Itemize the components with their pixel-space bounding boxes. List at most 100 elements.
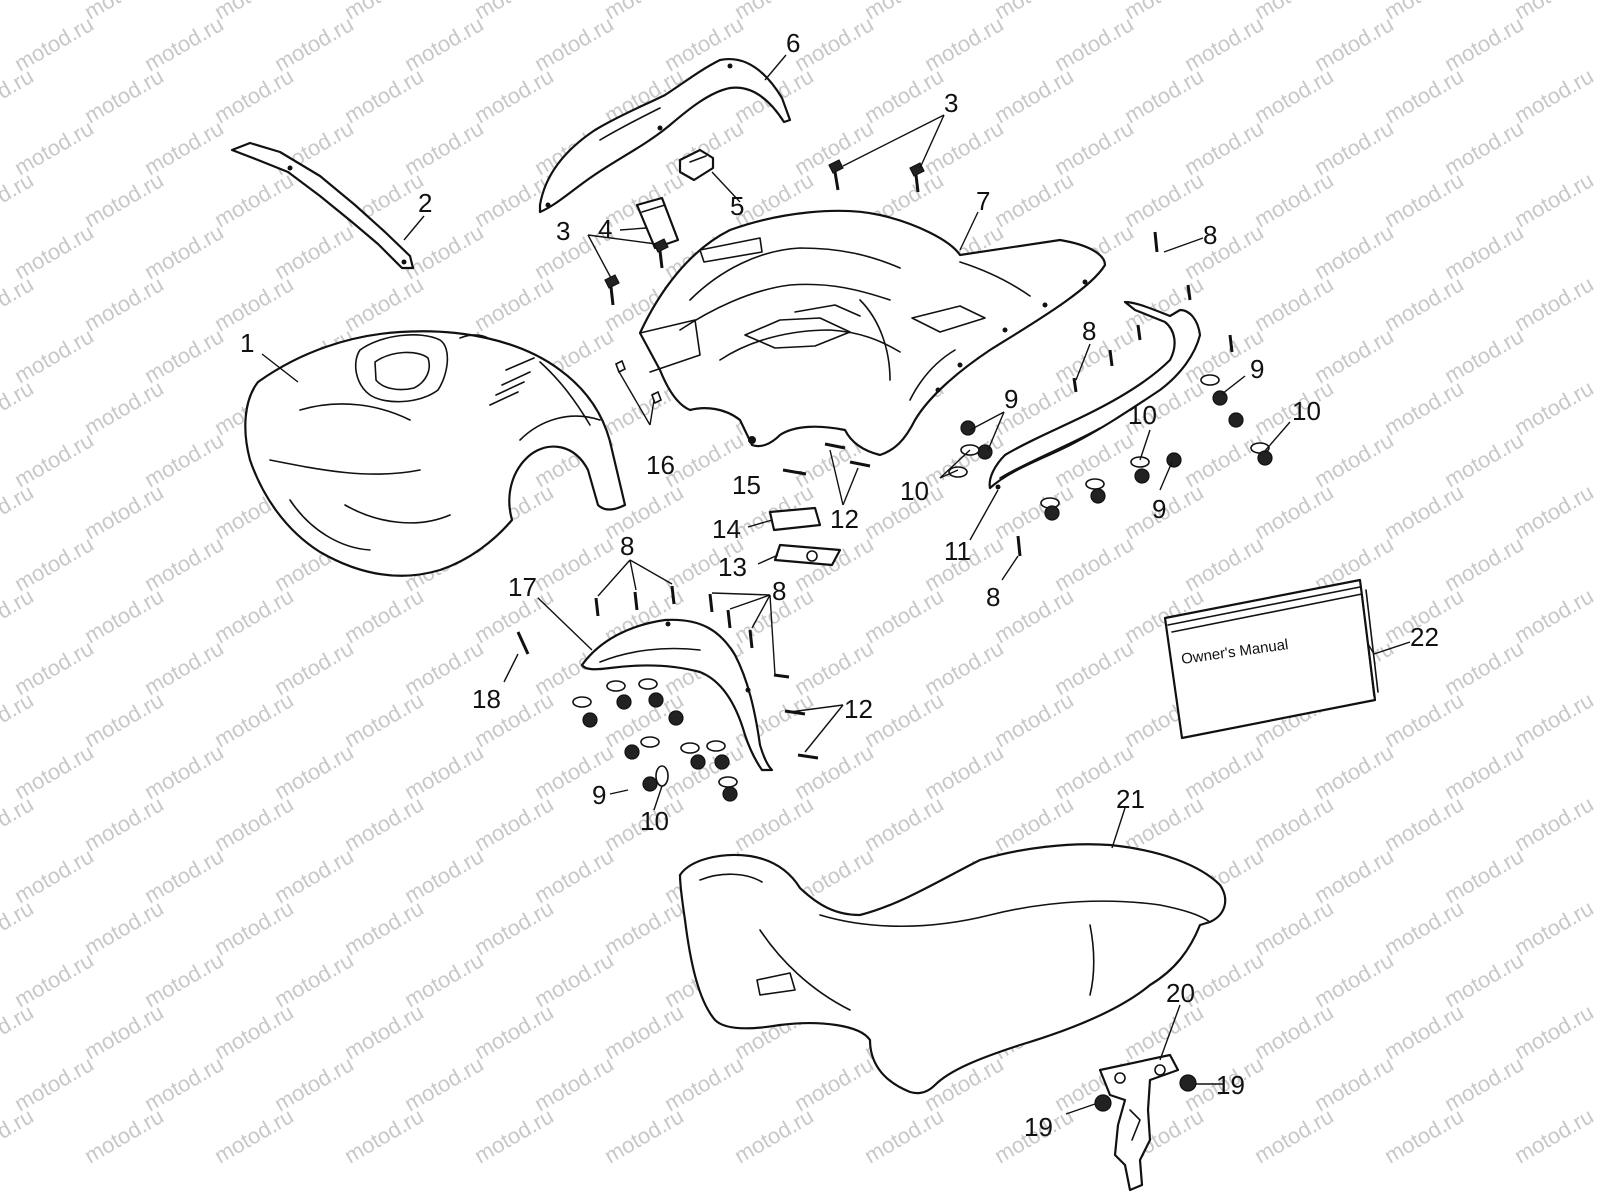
watermark-text: motod.ru bbox=[1510, 167, 1598, 232]
screw-12-15 bbox=[782, 442, 871, 760]
callout-2: 2 bbox=[418, 188, 432, 218]
part-17-front-flare bbox=[580, 618, 774, 772]
watermark-text: motod.ru bbox=[1510, 895, 1598, 960]
watermark-text: motod.ru bbox=[0, 583, 38, 648]
watermark-text: motod.ru bbox=[80, 63, 168, 128]
watermark-text: motod.ru bbox=[470, 63, 558, 128]
watermark-text: motod.ru bbox=[210, 0, 298, 24]
watermark-text: motod.ru bbox=[340, 999, 428, 1064]
watermark-text: motod.ru bbox=[210, 271, 298, 336]
watermark-text: motod.ru bbox=[470, 0, 558, 24]
callout-22: 22 bbox=[1410, 622, 1439, 652]
callout-10-c: 10 bbox=[900, 476, 929, 506]
watermark-text: motod.ru bbox=[1380, 687, 1468, 752]
watermark-text: motod.ru bbox=[470, 895, 558, 960]
watermark-text: motod.ru bbox=[1380, 1103, 1468, 1168]
callout-6: 6 bbox=[786, 28, 800, 58]
watermark-text: motod.ru bbox=[0, 895, 38, 960]
watermark-text: motod.ru bbox=[1120, 0, 1208, 24]
watermark-text: motod.ru bbox=[1510, 63, 1598, 128]
watermark-text: motod.ru bbox=[1120, 167, 1208, 232]
watermark-text: motod.ru bbox=[1250, 63, 1338, 128]
part-1-front-cab bbox=[244, 330, 627, 577]
watermark-text: motod.ru bbox=[340, 895, 428, 960]
watermark-text: motod.ru bbox=[860, 583, 948, 648]
watermark-text: motod.ru bbox=[0, 0, 38, 24]
watermark-text: motod.ru bbox=[340, 0, 428, 24]
watermark-text: motod.ru bbox=[1380, 999, 1468, 1064]
watermark-text: motod.ru bbox=[1250, 271, 1338, 336]
watermark-text: motod.ru bbox=[210, 167, 298, 232]
watermark-text: motod.ru bbox=[600, 0, 688, 24]
callout-13: 13 bbox=[718, 552, 747, 582]
callout-19-right: 19 bbox=[1216, 1070, 1245, 1100]
callout-9-mid: 9 bbox=[1004, 384, 1018, 414]
watermark-text: motod.ru bbox=[1510, 583, 1598, 648]
callout-16: 16 bbox=[646, 450, 675, 480]
watermark-text: motod.ru bbox=[80, 479, 168, 544]
watermark-text: motod.ru bbox=[860, 63, 948, 128]
watermark-text: motod.ru bbox=[1380, 271, 1468, 336]
watermark-text: motod.ru bbox=[1250, 895, 1338, 960]
callout-14: 14 bbox=[712, 514, 741, 544]
watermark-text: motod.ru bbox=[470, 1103, 558, 1168]
callout-3-left: 3 bbox=[556, 216, 570, 246]
watermark-text: motod.ru bbox=[0, 999, 38, 1064]
watermark-text: motod.ru bbox=[340, 791, 428, 856]
part-13-bracket bbox=[773, 543, 842, 567]
callout-17: 17 bbox=[508, 572, 537, 602]
screw-3c bbox=[604, 274, 620, 306]
watermark-text: motod.ru bbox=[1250, 479, 1338, 544]
leader-lines bbox=[261, 54, 1411, 1115]
watermark-text: motod.ru bbox=[0, 271, 38, 336]
watermark-text: motod.ru bbox=[80, 271, 168, 336]
watermark-text: motod.ru bbox=[1380, 479, 1468, 544]
watermark-text: motod.ru bbox=[600, 1103, 688, 1168]
watermark-text: motod.ru bbox=[1380, 375, 1468, 440]
watermark-text: motod.ru bbox=[1510, 271, 1598, 336]
callout-1: 1 bbox=[240, 328, 254, 358]
callout-9-right: 9 bbox=[1250, 354, 1264, 384]
callout-10-d: 10 bbox=[640, 806, 669, 836]
watermark-text: motod.ru bbox=[1250, 999, 1338, 1064]
callout-8-left-a: 8 bbox=[620, 531, 634, 561]
part-20-seat-latch bbox=[1098, 1053, 1180, 1192]
watermark-text: motod.ru bbox=[1120, 999, 1208, 1064]
part-11-flare bbox=[988, 300, 1202, 490]
watermark-text: motod.ru bbox=[80, 375, 168, 440]
watermark-text: motod.ru bbox=[990, 583, 1078, 648]
callout-15: 15 bbox=[732, 470, 761, 500]
callout-7: 7 bbox=[976, 186, 990, 216]
watermark-text: motod.ru bbox=[80, 1103, 168, 1168]
watermark-text: motod.ru bbox=[860, 687, 948, 752]
watermark-text: motod.ru bbox=[1380, 791, 1468, 856]
callout-4: 4 bbox=[598, 214, 612, 244]
watermark-text: motod.ru bbox=[80, 895, 168, 960]
callout-12-top: 12 bbox=[830, 504, 859, 534]
part-14-plate bbox=[768, 506, 822, 532]
watermark-text: motod.ru bbox=[1510, 999, 1598, 1064]
watermark-text: motod.ru bbox=[730, 0, 818, 24]
screw-3a bbox=[828, 159, 844, 191]
watermark-text: motod.ru bbox=[210, 895, 298, 960]
part-4-pad bbox=[635, 196, 680, 250]
watermark-text: motod.ru bbox=[990, 479, 1078, 544]
watermark-text: motod.ru bbox=[1120, 63, 1208, 128]
callout-20: 20 bbox=[1166, 978, 1195, 1008]
watermark-text: motod.ru bbox=[1250, 167, 1338, 232]
watermark-text: motod.ru bbox=[1380, 63, 1468, 128]
watermark-text: motod.ru bbox=[1250, 791, 1338, 856]
watermark-text: motod.ru bbox=[80, 583, 168, 648]
watermark-text: motod.ru bbox=[0, 479, 38, 544]
part-7-rear-fender bbox=[638, 209, 1107, 457]
callout-12-bottom: 12 bbox=[844, 694, 873, 724]
callout-numbers: 1 2 3 3 4 5 6 7 8 8 8 8 8 8 9 9 9 9 10 1… bbox=[240, 28, 1439, 1142]
watermark-text: motod.ru bbox=[80, 0, 168, 24]
watermark-text: motod.ru bbox=[340, 271, 428, 336]
watermark-text: motod.ru bbox=[210, 687, 298, 752]
part-6-rack-rail bbox=[538, 57, 792, 214]
callout-19-left: 19 bbox=[1024, 1112, 1053, 1142]
callout-3-top: 3 bbox=[944, 88, 958, 118]
callout-10-b: 10 bbox=[1292, 396, 1321, 426]
